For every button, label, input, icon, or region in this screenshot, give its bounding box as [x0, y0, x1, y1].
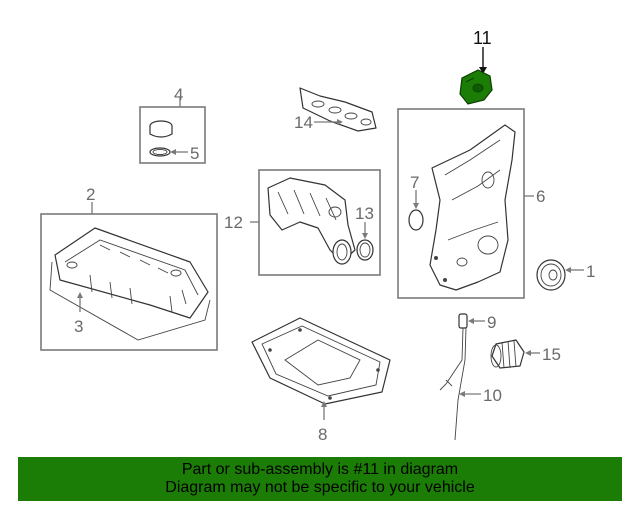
part-5-seal[interactable] — [149, 147, 171, 157]
part-13-seal[interactable] — [356, 239, 374, 261]
footer-banner: Part or sub-assembly is #11 in diagram D… — [18, 457, 622, 501]
part-2-box — [40, 213, 218, 351]
callout-12[interactable]: 12 — [224, 213, 243, 232]
part-6-timing-cover[interactable] — [429, 124, 516, 291]
part-4-box — [139, 106, 206, 164]
part-9-dipstick-handle[interactable] — [458, 313, 468, 329]
callout-13[interactable]: 13 — [355, 204, 374, 223]
callout-9[interactable]: 9 — [487, 313, 496, 332]
callout-15[interactable]: 15 — [542, 345, 561, 364]
part-2-valve-cover[interactable] — [54, 227, 209, 319]
footer-line-2: Diagram may not be specific to your vehi… — [165, 479, 475, 496]
callout-11[interactable]: 11 — [473, 28, 492, 48]
callout-8[interactable]: 8 — [318, 425, 327, 444]
part-8-oil-pan[interactable] — [251, 317, 391, 405]
callout-5[interactable]: 5 — [190, 144, 199, 163]
callout-6[interactable]: 6 — [536, 187, 545, 206]
part-12-intake-manifold[interactable] — [267, 177, 356, 265]
callout-10[interactable]: 10 — [483, 386, 502, 405]
part-11-highlighted[interactable] — [459, 69, 493, 105]
part-6-box — [397, 108, 525, 299]
footer-line-1: Part or sub-assembly is #11 in diagram — [181, 461, 459, 478]
part-3-cover-gasket[interactable] — [49, 261, 211, 341]
callout-4[interactable]: 4 — [174, 85, 183, 104]
callout-3[interactable]: 3 — [74, 317, 83, 336]
callout-1[interactable]: 1 — [586, 262, 595, 281]
part-10-dipstick-tube[interactable] — [439, 327, 467, 441]
callout-14[interactable]: 14 — [294, 113, 313, 132]
callout-2[interactable]: 2 — [86, 185, 95, 204]
part-14-gasket[interactable] — [299, 87, 377, 132]
part-4-cap[interactable] — [149, 120, 173, 138]
part-15-oil-filter[interactable] — [490, 339, 525, 369]
part-7-oring[interactable] — [408, 209, 424, 231]
part-1-pulley[interactable] — [536, 259, 566, 291]
callout-7[interactable]: 7 — [410, 173, 419, 192]
